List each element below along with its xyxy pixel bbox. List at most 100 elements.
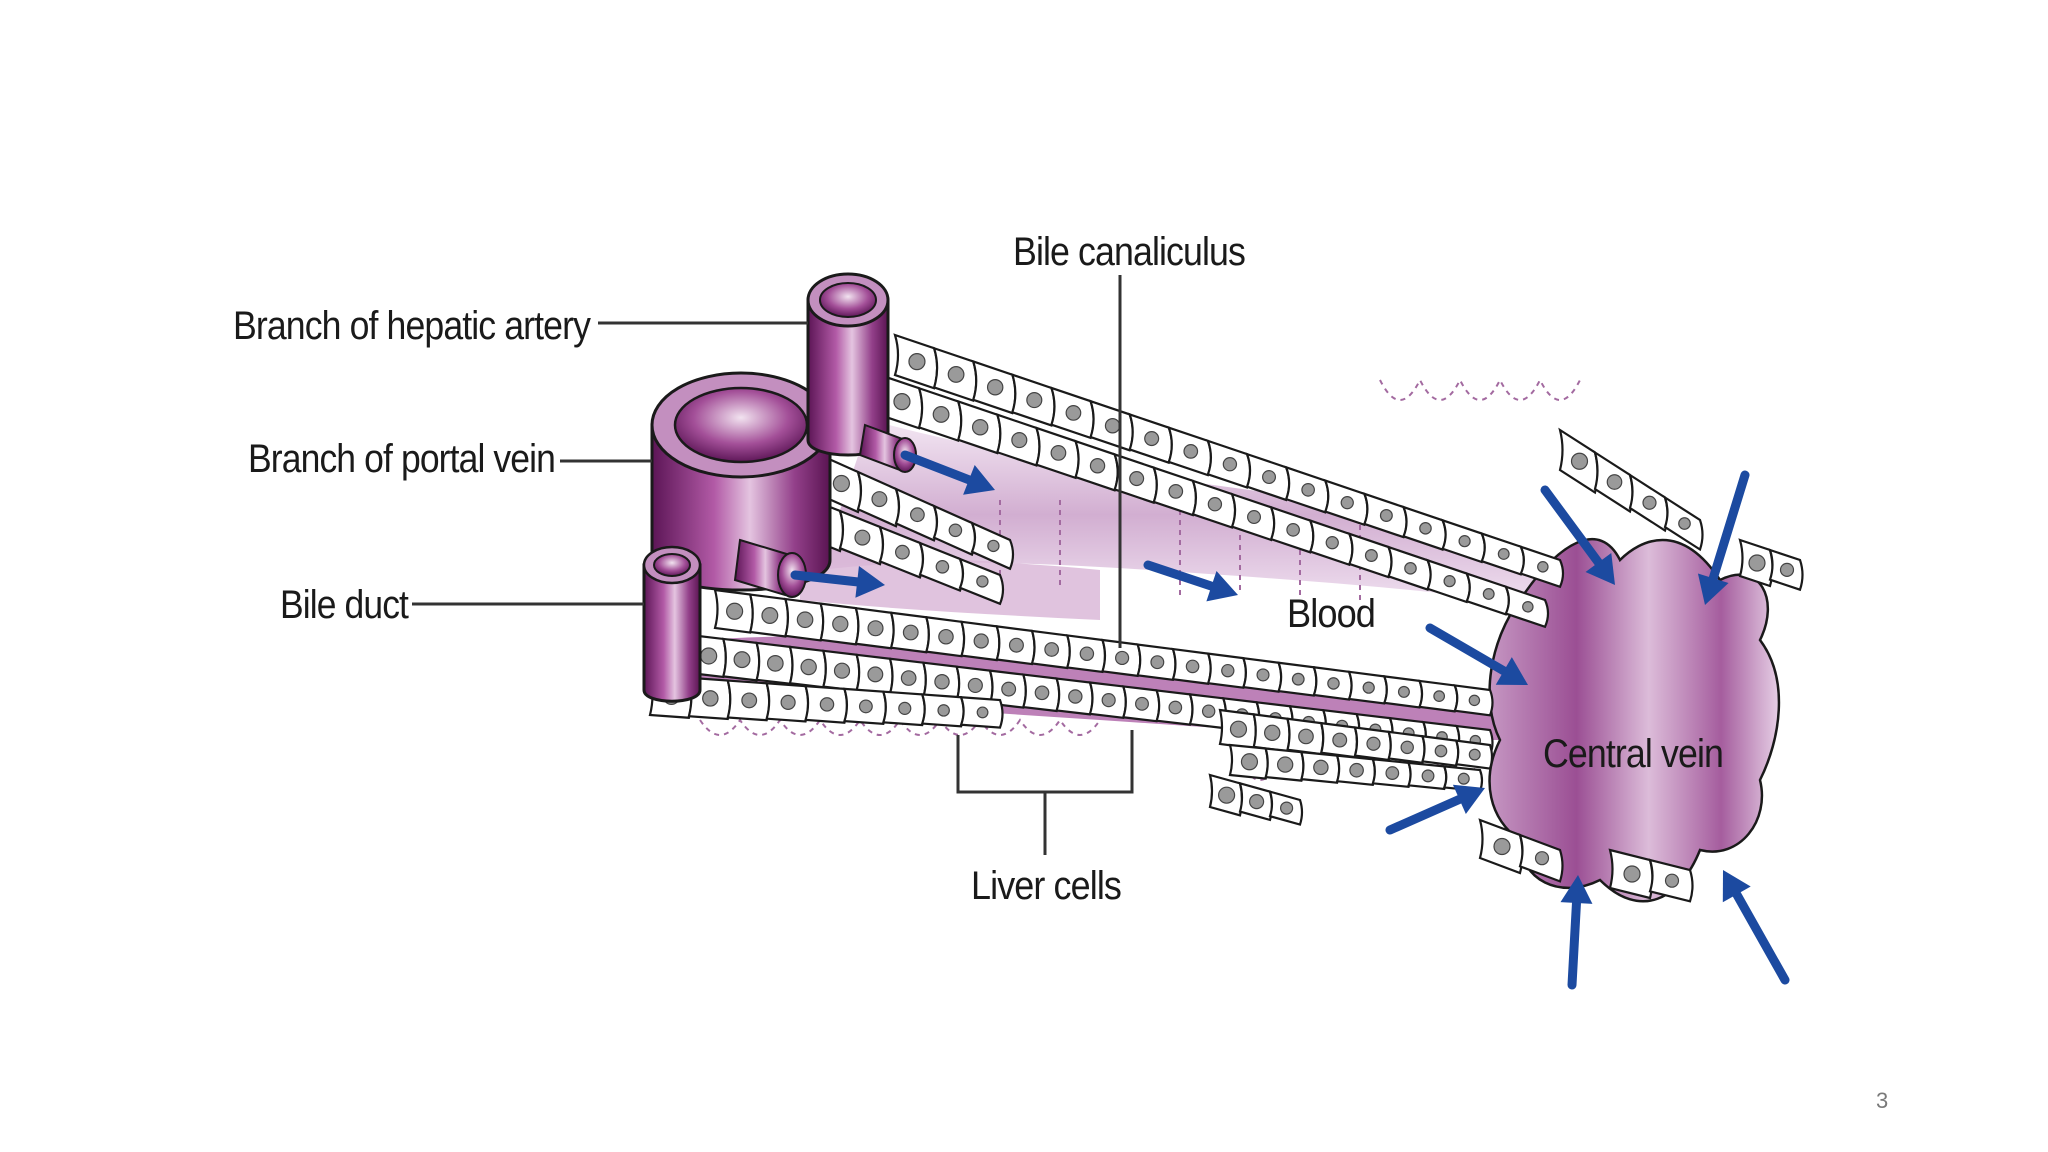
nucleus xyxy=(867,620,884,637)
nucleus xyxy=(1482,588,1495,600)
nucleus xyxy=(1664,873,1680,888)
nucleus xyxy=(1065,405,1082,421)
cell-row xyxy=(1608,848,1694,903)
nucleus xyxy=(967,677,983,694)
nucleus xyxy=(971,419,989,436)
nucleus xyxy=(1291,672,1305,686)
nucleus xyxy=(1248,794,1265,810)
nucleus xyxy=(867,666,884,683)
nucleus xyxy=(1364,549,1378,562)
nucleus xyxy=(871,491,888,508)
nucleus xyxy=(1606,474,1623,490)
flow-arrow-icon xyxy=(1540,485,1615,585)
nucleus xyxy=(1642,495,1657,510)
nucleus xyxy=(1050,445,1067,461)
nucleus xyxy=(1419,522,1432,535)
nucleus xyxy=(1183,444,1199,459)
cell-row xyxy=(818,453,1015,571)
nucleus xyxy=(800,658,817,676)
nucleus xyxy=(1468,694,1481,707)
nucleus xyxy=(796,611,814,629)
cell-row xyxy=(798,493,1005,606)
nucleus xyxy=(898,701,912,715)
nucleus xyxy=(1362,681,1375,694)
nucleus xyxy=(987,539,1000,553)
label-bile-duct: Bile duct xyxy=(280,583,409,627)
cell-row xyxy=(1558,427,1704,552)
nucleus xyxy=(761,607,779,624)
page-number: 3 xyxy=(1876,1088,1889,1113)
nucleus xyxy=(1001,681,1017,697)
nucleus xyxy=(1168,484,1184,499)
nucleus xyxy=(934,674,950,690)
nucleus xyxy=(986,379,1004,396)
bile-duct-branch xyxy=(642,545,702,703)
nucleus xyxy=(726,602,744,620)
cell-row xyxy=(1228,743,1484,793)
nucleus xyxy=(1129,471,1145,487)
nucleus xyxy=(1340,496,1354,510)
nucleus xyxy=(1325,536,1339,550)
nucleus xyxy=(902,624,919,641)
nucleus xyxy=(1457,772,1470,785)
blood-flow-arrows xyxy=(790,450,1790,990)
nucleus xyxy=(733,651,751,669)
nucleus xyxy=(741,692,758,709)
nucleus xyxy=(832,615,849,633)
cell-row xyxy=(1738,538,1804,592)
nucleus xyxy=(900,670,917,686)
hepatocyte-plates xyxy=(648,333,1804,903)
label-central-vein: Central vein xyxy=(1543,732,1723,776)
label-blood: Blood xyxy=(1287,592,1375,636)
cell-row xyxy=(1218,708,1494,770)
nucleus xyxy=(1397,685,1410,698)
nucleus xyxy=(1493,837,1511,856)
nucleus xyxy=(1570,452,1589,470)
portal-vein-branch xyxy=(650,371,832,592)
nucleus xyxy=(1201,704,1216,718)
nucleus xyxy=(1534,851,1550,866)
nucleus xyxy=(1404,562,1417,575)
nucleus xyxy=(1497,548,1510,560)
nucleus xyxy=(1468,748,1481,761)
flow-arrow-icon xyxy=(1560,875,1593,990)
nucleus xyxy=(1286,523,1300,537)
nucleus xyxy=(1349,762,1364,778)
nucleus xyxy=(1207,497,1223,512)
flow-arrow-icon xyxy=(1697,470,1750,605)
nucleus xyxy=(1135,696,1149,711)
nucleus xyxy=(1079,646,1095,661)
nucleus xyxy=(947,366,965,383)
nucleus xyxy=(908,353,926,371)
nucleus xyxy=(1044,642,1060,657)
label-bile-canaliculus: Bile canaliculus xyxy=(1013,230,1245,274)
nucleus xyxy=(973,633,989,649)
liver-cells-bracket xyxy=(956,730,1134,855)
nucleus xyxy=(1332,732,1348,748)
flow-arrow-icon xyxy=(900,450,995,495)
nucleus xyxy=(780,694,796,710)
nucleus xyxy=(937,704,950,717)
nucleus xyxy=(1221,663,1235,678)
nucleus xyxy=(1379,509,1393,522)
nucleus xyxy=(1366,736,1381,751)
cell-row xyxy=(713,588,1494,717)
flow-arrow-icon xyxy=(1385,784,1485,835)
nucleus xyxy=(938,628,954,645)
nucleus xyxy=(1779,562,1795,577)
nucleus xyxy=(1537,561,1549,573)
nucleus xyxy=(1327,677,1340,690)
flow-arrow-icon xyxy=(790,566,885,598)
label-hepatic-artery: Branch of hepatic artery xyxy=(233,304,591,348)
central-vein xyxy=(1488,538,1781,903)
nucleus xyxy=(1262,470,1277,485)
nucleus xyxy=(1247,510,1262,525)
nucleus xyxy=(1522,601,1534,613)
nucleus xyxy=(1168,700,1183,715)
nucleus xyxy=(895,544,910,560)
flow-arrow-icon xyxy=(1425,623,1528,685)
nucleus xyxy=(1068,689,1083,704)
nucleus xyxy=(910,507,925,523)
